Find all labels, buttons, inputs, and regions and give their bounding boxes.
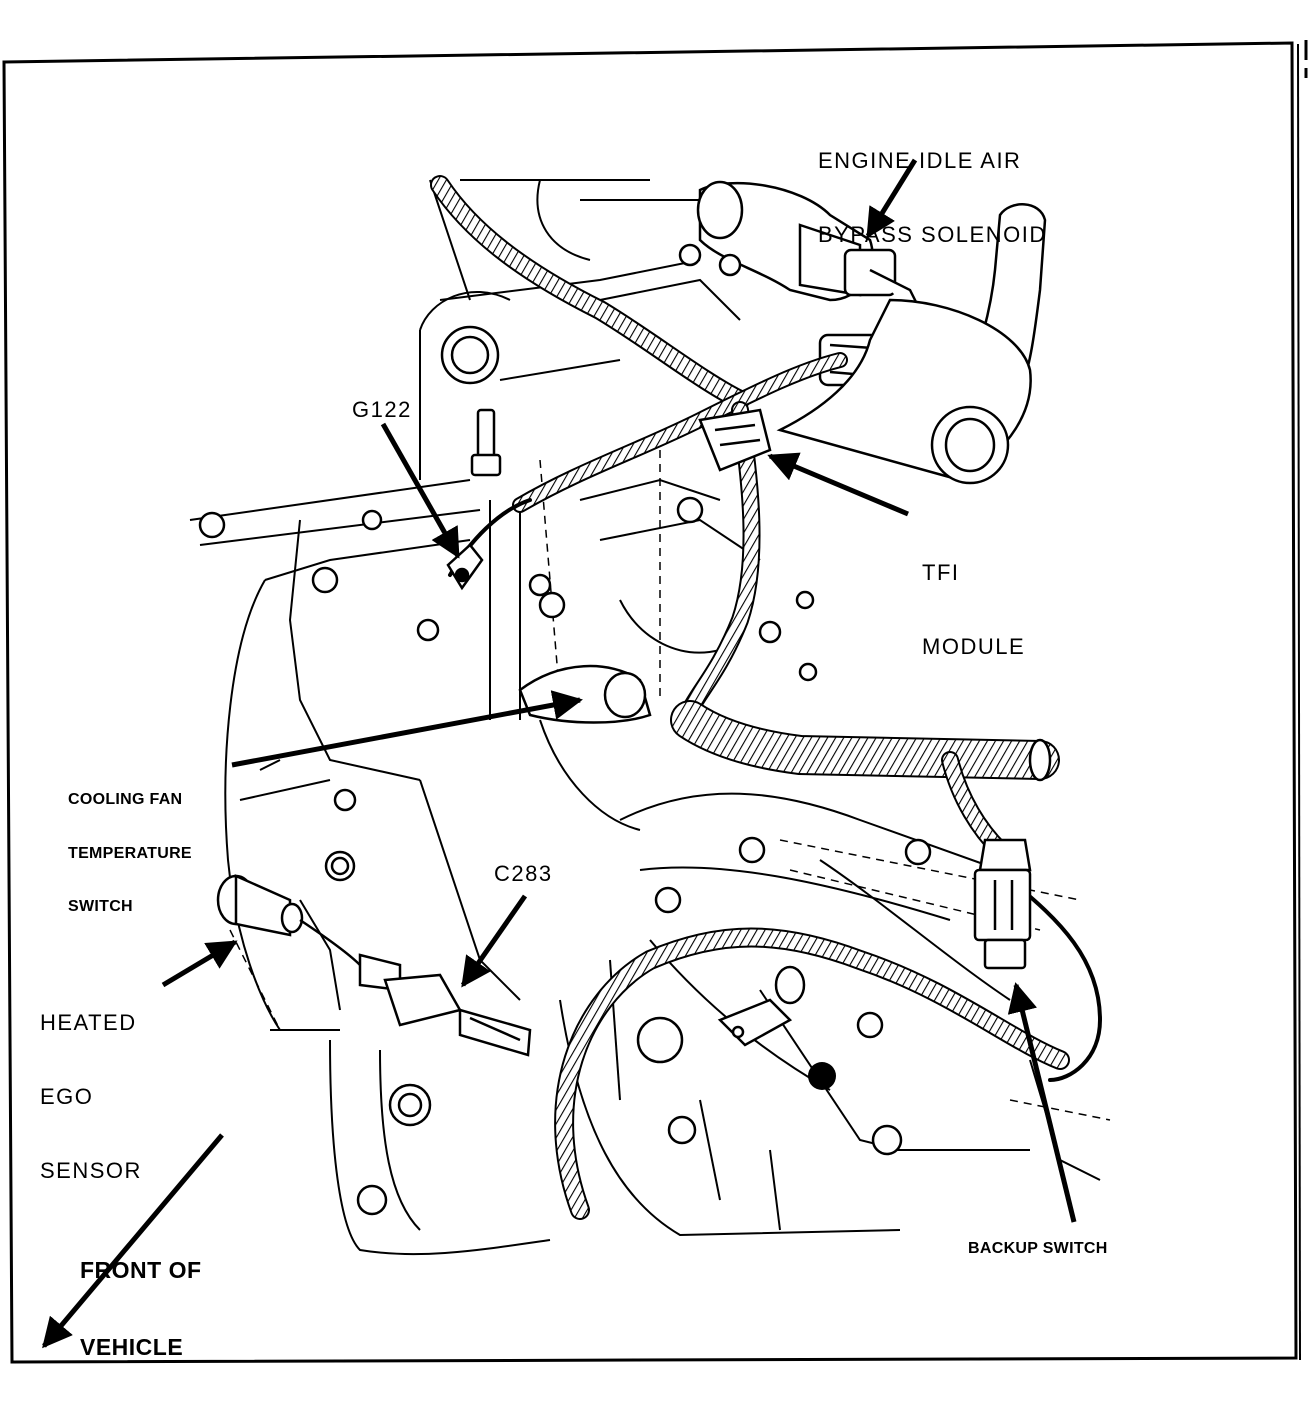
label-line: COOLING FAN	[68, 790, 183, 808]
label-front-of-vehicle: FRONT OF VEHICLE	[80, 1206, 202, 1412]
air-intake-hose	[776, 203, 1047, 485]
engine-wiring-diagram: ENGINE IDLE AIR BYPASS SOLENOID G122 TFI…	[2, 40, 1308, 1364]
backup-switch	[973, 838, 1032, 970]
g122-ground	[446, 543, 484, 591]
label-idle-air-bypass: ENGINE IDLE AIR BYPASS SOLENOID	[818, 100, 1047, 297]
label-line: HEATED	[40, 1010, 137, 1036]
label-line: EGO	[40, 1084, 94, 1110]
cooling-fan-switch	[518, 664, 652, 724]
pointer-arrows	[42, 158, 1077, 1349]
diagram-frame	[2, 40, 1308, 1364]
wiring-harness	[430, 175, 1103, 1220]
stud-g122-area	[470, 408, 502, 477]
label-line: FRONT OF	[80, 1256, 202, 1283]
label-line: BYPASS SOLENOID	[818, 222, 1047, 248]
diagram-drawing	[2, 40, 1308, 1364]
harness-bracket	[717, 965, 806, 1047]
label-line: SENSOR	[40, 1158, 142, 1183]
label-tfi-module: TFI MODULE	[922, 512, 1025, 709]
bolts	[198, 243, 932, 1216]
label-backup-switch: BACKUP SWITCH	[968, 1240, 1108, 1257]
label-heated-ego-sensor: HEATED EGO SENSOR	[40, 962, 142, 1233]
label-line: VEHICLE	[80, 1333, 184, 1360]
label-line: TEMPERATURE	[68, 844, 192, 862]
label-line: TFI	[922, 560, 960, 586]
label-c283: C283	[494, 861, 553, 886]
label-line: MODULE	[922, 634, 1026, 660]
tfi-module-connector	[698, 408, 772, 472]
label-g122: G122	[352, 397, 412, 422]
label-line: SWITCH	[68, 898, 133, 916]
plug-dark	[808, 1062, 836, 1090]
label-cooling-fan-switch: COOLING FAN TEMPERATURE SWITCH	[68, 755, 192, 952]
label-line: ENGINE IDLE AIR	[818, 148, 1022, 174]
ego-sensor	[216, 874, 532, 1057]
